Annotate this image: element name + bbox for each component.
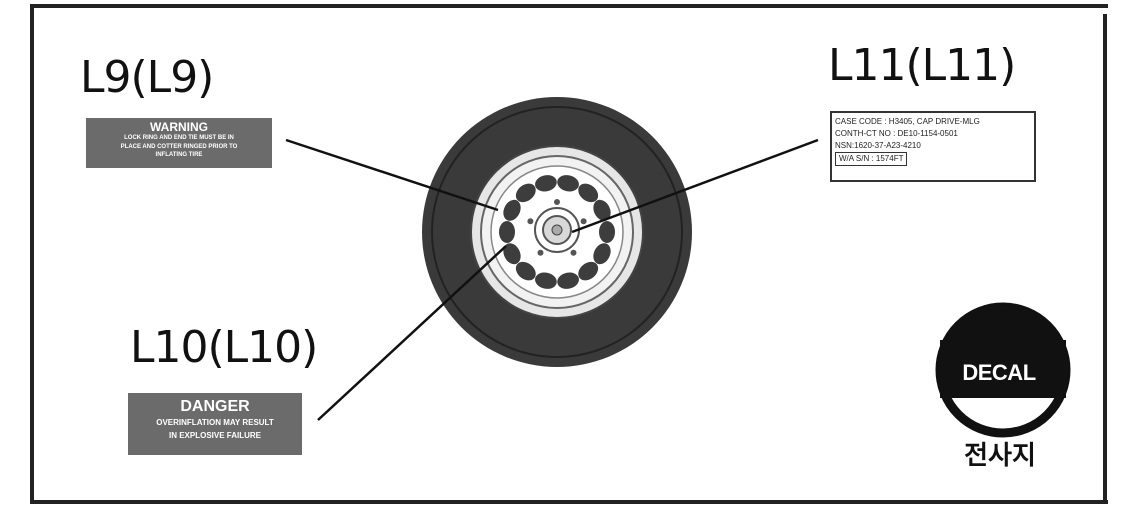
label-title-l10: L10(L10) <box>130 322 318 373</box>
rim-hole <box>599 221 615 243</box>
danger-line-2: IN EXPLOSIVE FAILURE <box>168 431 261 440</box>
hub-center <box>551 224 563 236</box>
danger-heading: DANGER <box>180 398 250 415</box>
wheel-illustration <box>422 97 692 367</box>
rim-hole <box>557 272 579 289</box>
rim-hole <box>503 199 521 221</box>
nameplate-line-4: W/A S/N : 1574FT <box>835 152 908 166</box>
label-title-l11: L11(L11) <box>828 40 1016 91</box>
danger-plate: DANGER OVERINFLATION MAY RESULT IN EXPLO… <box>128 393 302 455</box>
warning-plate: WARNING LOCK RING AND END TIE MUST BE IN… <box>86 118 272 168</box>
leader-line-l9 <box>285 138 499 212</box>
leader-line-l11 <box>571 138 819 234</box>
rim-hole <box>593 199 611 221</box>
decal-label: DECAL <box>962 360 1036 385</box>
rim-hole <box>593 243 611 265</box>
tire-inner-ring <box>431 106 683 358</box>
label-title-l9: L9(L9) <box>80 52 214 103</box>
nameplate: CASE CODE : H3405, CAP DRIVE-MLG CONTH-C… <box>830 111 1036 182</box>
rim-hole <box>535 272 557 289</box>
leader-line-l10 <box>317 245 507 421</box>
hub-bolt <box>527 218 534 225</box>
rim-hole <box>557 175 579 192</box>
diagram-frame-right-edge <box>1103 14 1107 504</box>
rim-hole <box>578 183 599 203</box>
warning-line-1: LOCK RING AND END TIE MUST BE IN <box>124 135 234 141</box>
rim-holes <box>499 175 615 289</box>
rim-hole <box>515 261 536 281</box>
warning-line-2: PLACE AND COTTER RINGED PRIOR TO <box>120 144 238 150</box>
diagram-frame <box>30 4 1108 504</box>
danger-line-1: OVERINFLATION MAY RESULT <box>156 418 274 427</box>
hub-bolt <box>580 218 587 225</box>
warning-heading: WARNING <box>150 120 208 134</box>
decal-caption: 전사지 <box>964 441 1036 471</box>
rim-hole <box>503 243 521 265</box>
rim-hole <box>578 261 599 281</box>
hub-bolts <box>527 199 587 256</box>
decal-badge <box>935 302 1071 438</box>
warning-line-3: INFLATING TIRE <box>155 152 203 158</box>
hub-bolt <box>554 199 560 205</box>
rim-hole <box>515 183 536 203</box>
hub-bolt <box>537 249 544 256</box>
hub-bolt <box>570 249 577 256</box>
rim-hole <box>499 221 515 243</box>
nameplate-line-3: NSN:1620-37-A23-4210 <box>835 141 921 150</box>
rim-hole <box>535 175 557 192</box>
nameplate-line-2: CONTH-CT NO : DE10-1154-0501 <box>835 129 958 138</box>
nameplate-line-1: CASE CODE : H3405, CAP DRIVE-MLG <box>835 117 980 126</box>
